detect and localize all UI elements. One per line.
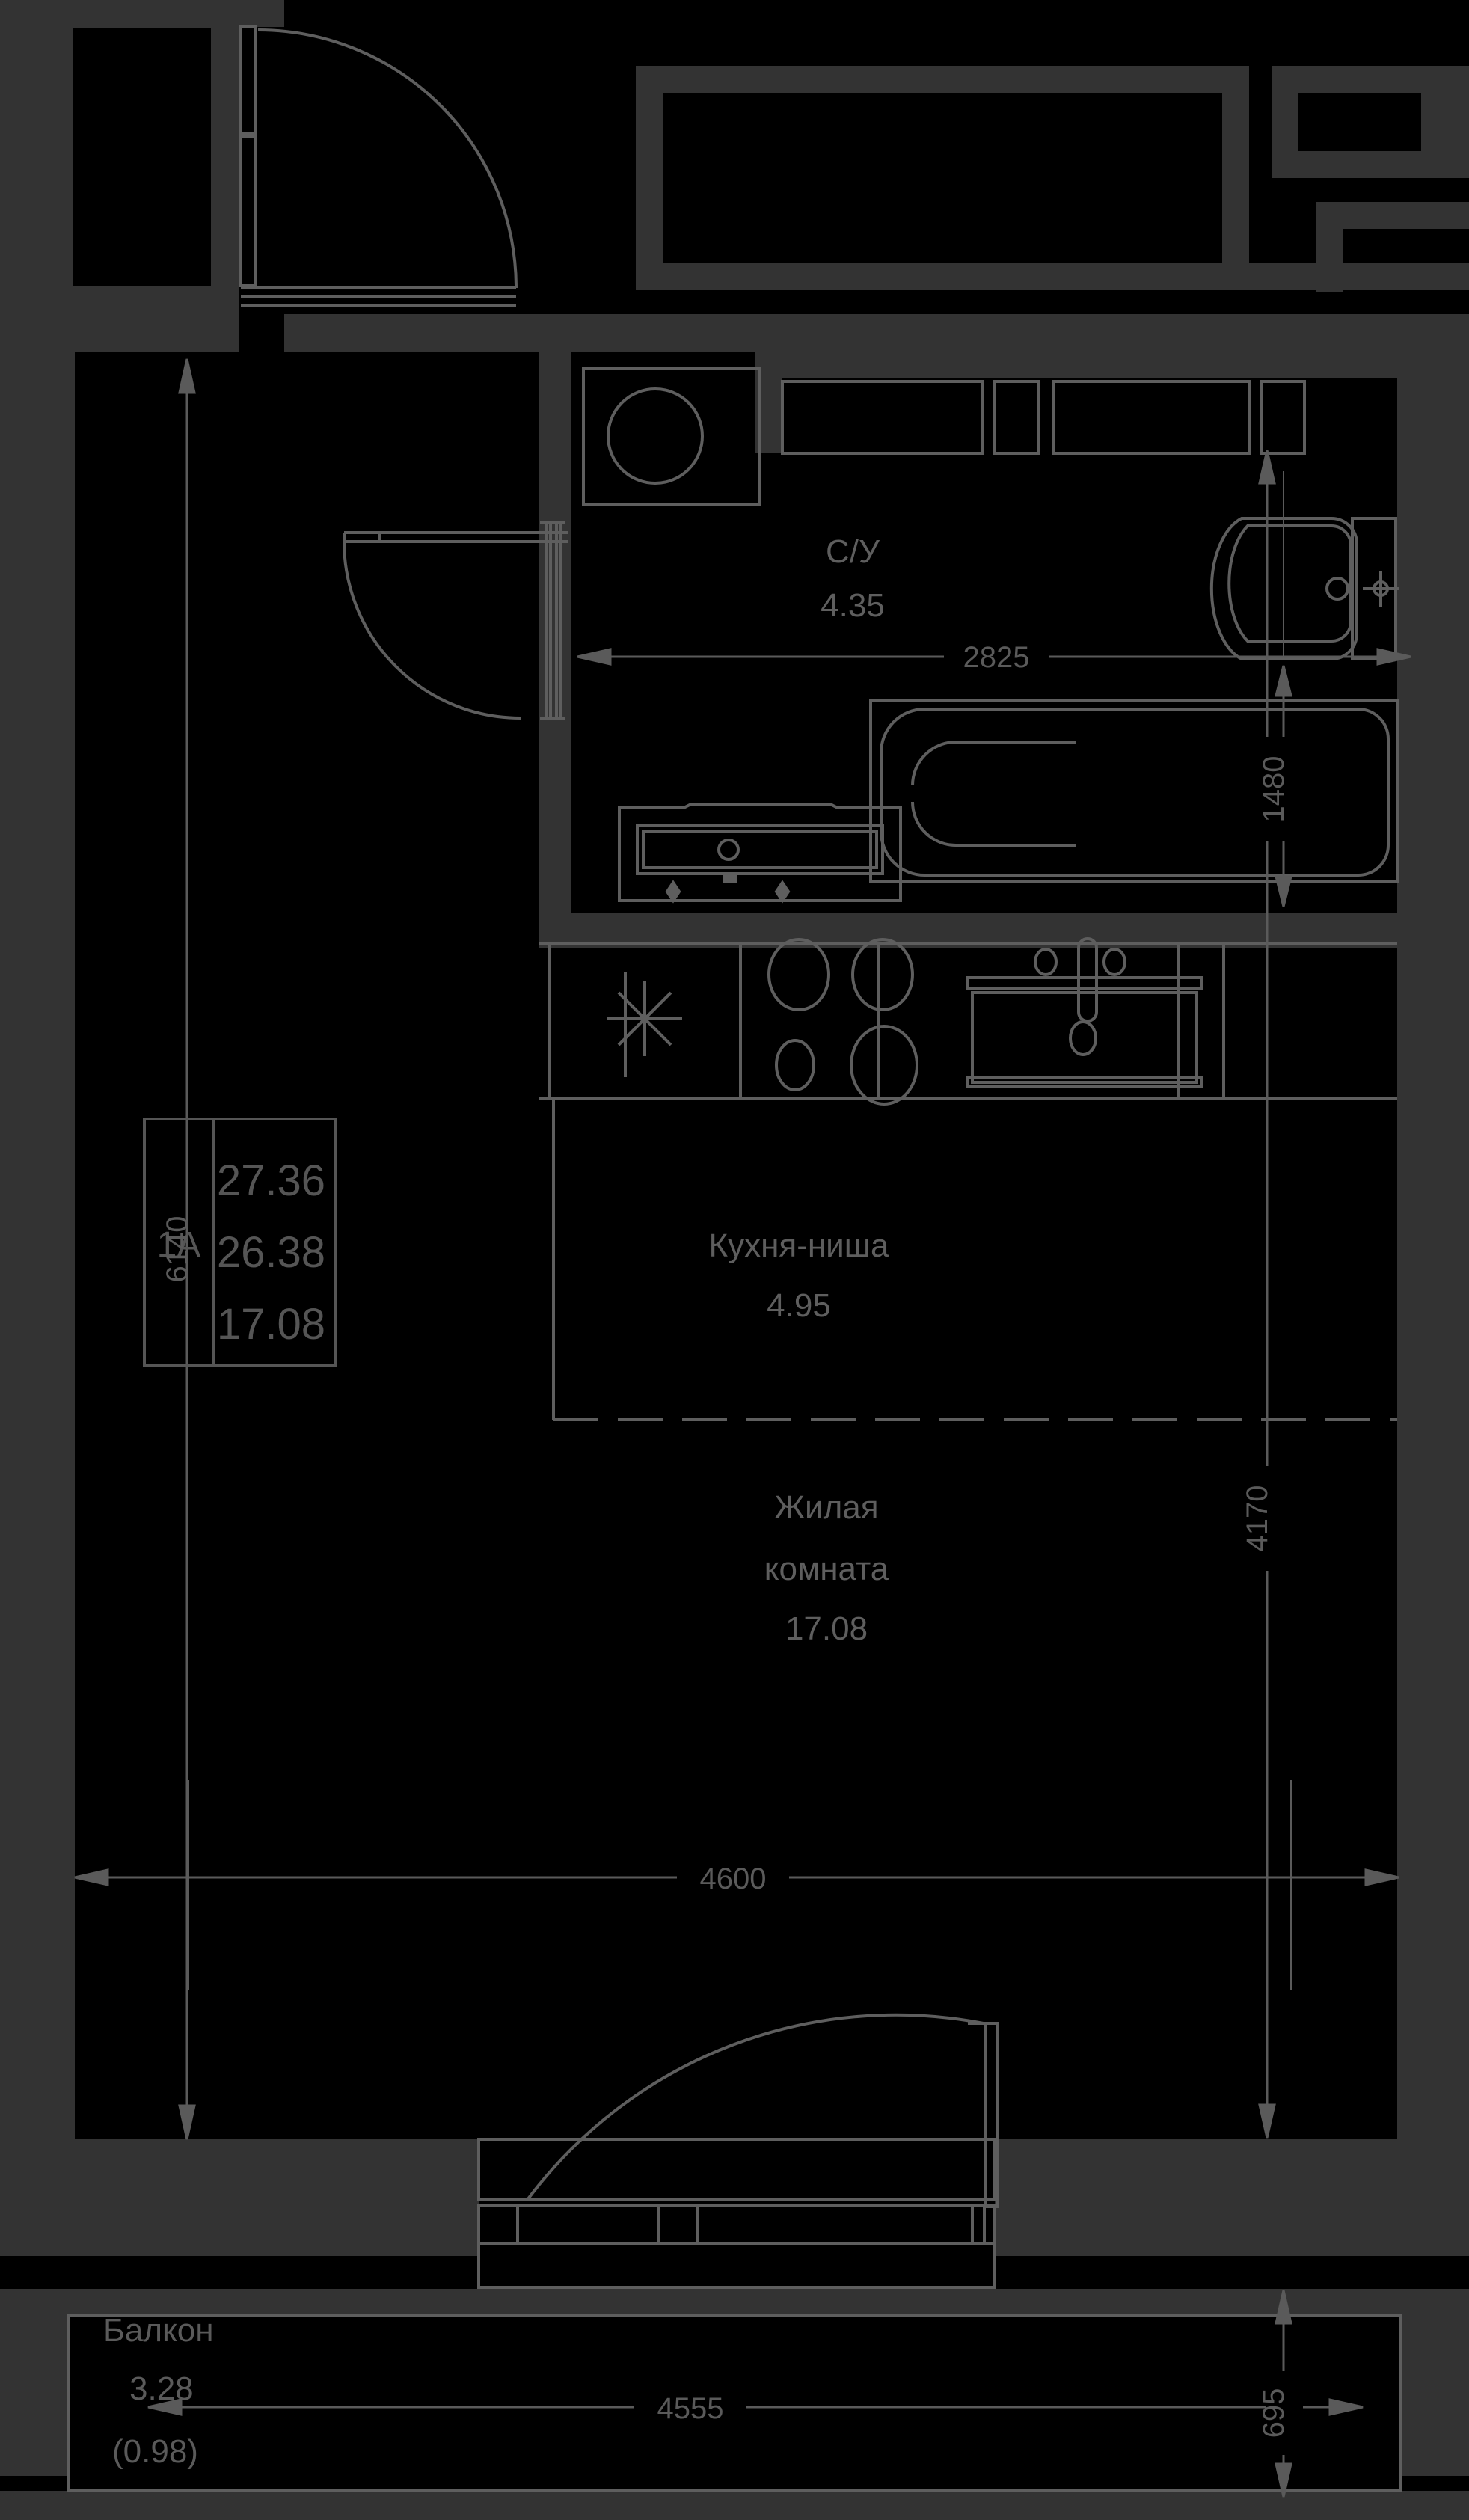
dim-4170 [1258,450,1276,2139]
washing-machine-icon [582,367,761,506]
room-area-balcony-coef: (0.98) [112,2433,198,2470]
unit-area-total: 27.36 [217,1156,325,1205]
room-area-kitchen: 4.95 [767,1287,831,1324]
stove-4-burner-icon [767,938,918,1106]
room-label-bathroom: С/У [826,533,880,570]
balcony-door-icon [477,2013,999,2289]
bathtub-icon [869,699,1399,883]
vent-asterisk-icon [607,981,682,1056]
dim-label-1480: 1480 [1257,756,1290,823]
kitchen-sink-icon [966,937,1203,1088]
dim-6140 [178,358,196,2140]
dim-label-4555: 4555 [657,2392,724,2425]
dim-label-4170: 4170 [1241,1486,1274,1552]
dim-label-6140: 6140 [161,1216,194,1283]
room-label-balcony: Балкон [103,2312,214,2349]
utility-boxes [781,380,1306,455]
dim-label-2825-top: 2825 [963,641,1030,674]
bathroom-door-icon [343,521,568,720]
dim-label-695: 695 [1257,2388,1290,2438]
entry-door-icon [239,25,518,307]
room-label-living-line1: Жилая [774,1489,878,1526]
fixtures-and-linework [67,25,1402,2492]
room-label-living-line2: комната [764,1551,889,1587]
toilet-icon [1209,517,1399,660]
room-area-living: 17.08 [785,1610,868,1647]
dimension-lines [74,358,1411,2498]
room-area-bathroom: 4.35 [821,587,885,624]
room-label-kitchen: Кухня-ниша [708,1227,889,1264]
vanity-sink-icon [618,803,902,904]
room-area-balcony: 3.28 [129,2370,194,2407]
dim-4555 [147,2398,1364,2416]
dim-label-4600: 4600 [700,1863,767,1895]
unit-area-living-total: 26.38 [217,1228,325,1277]
unit-area-living-room: 17.08 [217,1300,325,1349]
kitchen-counter [539,942,1397,1100]
unit-code: 1A [157,1225,201,1265]
unit-info-box [143,1118,337,1367]
